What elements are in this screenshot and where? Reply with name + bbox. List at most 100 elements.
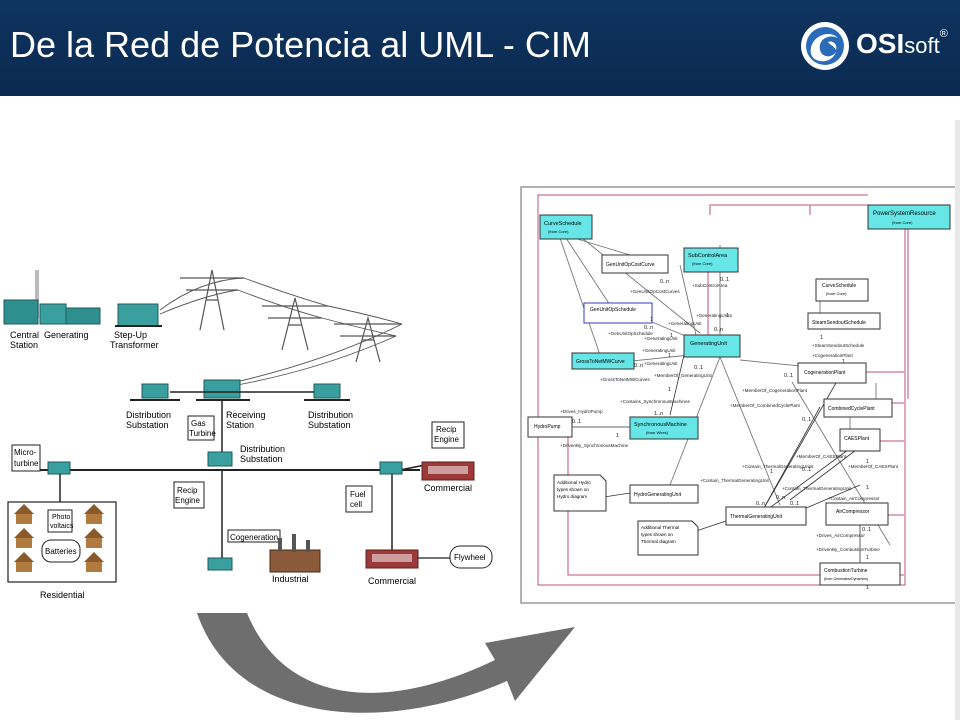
multiplicity: 1 (668, 353, 671, 359)
uml-class-gen-unit-op-schedule: GenUnitOpSchedule (583, 302, 653, 324)
industrial-factory-icon (269, 534, 321, 573)
multiplicity: 1..n (654, 411, 663, 417)
note-line: Thermal diagram (641, 539, 676, 544)
logo-brand-bold: OSI (856, 28, 905, 59)
role-label: +Contain_ThermalGeneratingUnits (742, 464, 814, 469)
note-line: types shown on (557, 487, 589, 492)
uml-class-generating-unit: GeneratingUnit (683, 334, 741, 358)
note-line: Hydro diagram (557, 494, 587, 499)
role-label: +MemberOf_CAESPlant (796, 454, 847, 459)
osisoft-swirl-icon (801, 22, 849, 70)
uml-class-diagram: CurveSchedule (from Core) SubControlArea… (520, 186, 960, 604)
osisoft-logo: OSIsoft® (798, 20, 948, 72)
role-label: +Contains_SynchronousMachines (620, 399, 691, 404)
multiplicity: 0..1 (784, 373, 793, 379)
label-recip-center-1: Recip (177, 486, 198, 495)
role-label: +Drives_HydroPump (560, 409, 603, 414)
multiplicity: 0..n (634, 363, 643, 369)
transmission-tower-1 (180, 269, 244, 331)
role-label: +MemberOf_GeneratingUnit (654, 373, 713, 378)
role-label: +GrossToNetMWCurves (600, 377, 650, 382)
gas-turbine-box (187, 415, 215, 441)
class-name: PowerSystemResource (873, 211, 936, 217)
label-residential: Residential (40, 590, 85, 600)
label-fuel-cell-2: cell (350, 500, 362, 509)
label-recip-right-1: Recip (436, 425, 457, 434)
class-package: (from Core) (692, 261, 713, 266)
label-fuel-cell-1: Fuel (350, 490, 366, 499)
class-package: (from Wires) (646, 430, 669, 435)
role-label: +MemberOf_CogenerationPlant (742, 388, 808, 393)
multiplicity: 0..n (756, 501, 765, 507)
multiplicity: 0..1 (720, 277, 729, 283)
class-name: GrossToNetMWCurve (576, 359, 625, 365)
role-label: +Contain_ThermalGeneratingUnit (700, 478, 770, 483)
multiplicity: 1 (726, 313, 729, 319)
class-name: GenUnitOpSchedule (590, 307, 636, 313)
industrial-feeder-icon (207, 557, 233, 571)
slide-title: De la Red de Potencia al UML - CIM (10, 24, 591, 65)
multiplicity: 1 (670, 333, 673, 339)
role-label: +DrivenBy_SynchronousMachine (560, 443, 628, 448)
transmission-lines (159, 277, 403, 387)
multiplicity: 1 (866, 459, 869, 465)
uml-class-hydro-pump: HydroPump (527, 416, 573, 438)
multiplicity: 0..1 (802, 417, 811, 423)
note-line: Additional Thermal (641, 525, 679, 530)
multiplicity: 0..1 (802, 467, 811, 473)
class-name: CurveSchedule (544, 221, 582, 227)
multiplicity: 1 (866, 585, 869, 591)
receiving-station-icon (196, 379, 250, 401)
commercial-building-right-icon (421, 461, 475, 481)
slide-right-edge (955, 120, 960, 720)
uml-class-air-compressor: AirCompressor (825, 502, 889, 526)
curved-arrow-icon (197, 613, 575, 713)
micro-turbine-box (11, 444, 41, 472)
class-name: SynchronousMachine (634, 422, 687, 428)
class-name: HydroPump (534, 424, 561, 430)
multiplicity: 1 (842, 359, 845, 365)
label-gas-turbine-1: Gas (191, 419, 206, 428)
label-dist-sub-right-1: Distribution (308, 410, 353, 420)
uml-note-thermal: Additional Thermal types shown on Therma… (637, 520, 699, 556)
role-label: +MemberOf_CAESPlant (848, 464, 899, 469)
uml-class-gross-to-net: GrossToNetMWCurve (571, 352, 635, 370)
multiplicity: 0..n (644, 325, 653, 331)
role-label: +GenUnitOpSchedule (608, 331, 653, 336)
uml-class-thermal-generating-unit: ThermalGeneratingUnit (725, 506, 807, 526)
class-name: ThermalGeneratingUnit (730, 514, 783, 520)
multiplicity: 0..n (714, 327, 723, 333)
role-label: +SubControlArea (692, 283, 728, 288)
note-line: types shown on (641, 532, 673, 537)
uml-note-hydro: Additional Hydro types shown on Hydro di… (553, 474, 607, 512)
multiplicity: 1 (866, 485, 869, 491)
uml-class-caes-plant: CAESPlant (839, 428, 881, 452)
fuel-cell-box (345, 485, 373, 513)
class-name: CurveSchedule (822, 283, 856, 289)
label-gas-turbine-2: Turbine (189, 429, 216, 438)
distribution-substation-center-icon (207, 451, 233, 467)
power-grid-illustration: Central Station Generating Step-Up Trans… (3, 269, 493, 600)
cogeneration-box (227, 529, 281, 543)
flywheel-box (449, 545, 493, 569)
commercial-building-bottom-icon (365, 549, 419, 569)
logo-brand-light: soft (904, 33, 940, 58)
label-industrial: Industrial (272, 574, 309, 584)
osisoft-wordmark: OSIsoft® (856, 28, 948, 60)
label-commercial-right: Commercial (424, 483, 472, 493)
label-central-station-2: Station (10, 340, 38, 350)
uml-class-synchronous-machine: SynchronousMachine (from Wires) (629, 416, 699, 440)
recip-engine-center-box (173, 481, 205, 509)
role-label: +SteamSendoutSchedule (812, 343, 865, 348)
label-cogeneration: Cogeneration (230, 533, 278, 542)
label-receiving-1: Receiving (226, 410, 266, 420)
multiplicity: 0..n (776, 495, 785, 501)
role-label: +Drives_AirCompressor (816, 533, 865, 538)
class-name: CombustionTurbine (824, 568, 868, 574)
label-micro-turbine-1: Micro- (14, 448, 37, 457)
label-step-up-1: Step-Up (114, 330, 147, 340)
multiplicity: 0..1 (694, 365, 703, 371)
multiplicity: 0..1 (862, 527, 871, 533)
role-label: +GeneratingUnit (668, 321, 702, 326)
label-flywheel: Flywheel (454, 553, 486, 562)
